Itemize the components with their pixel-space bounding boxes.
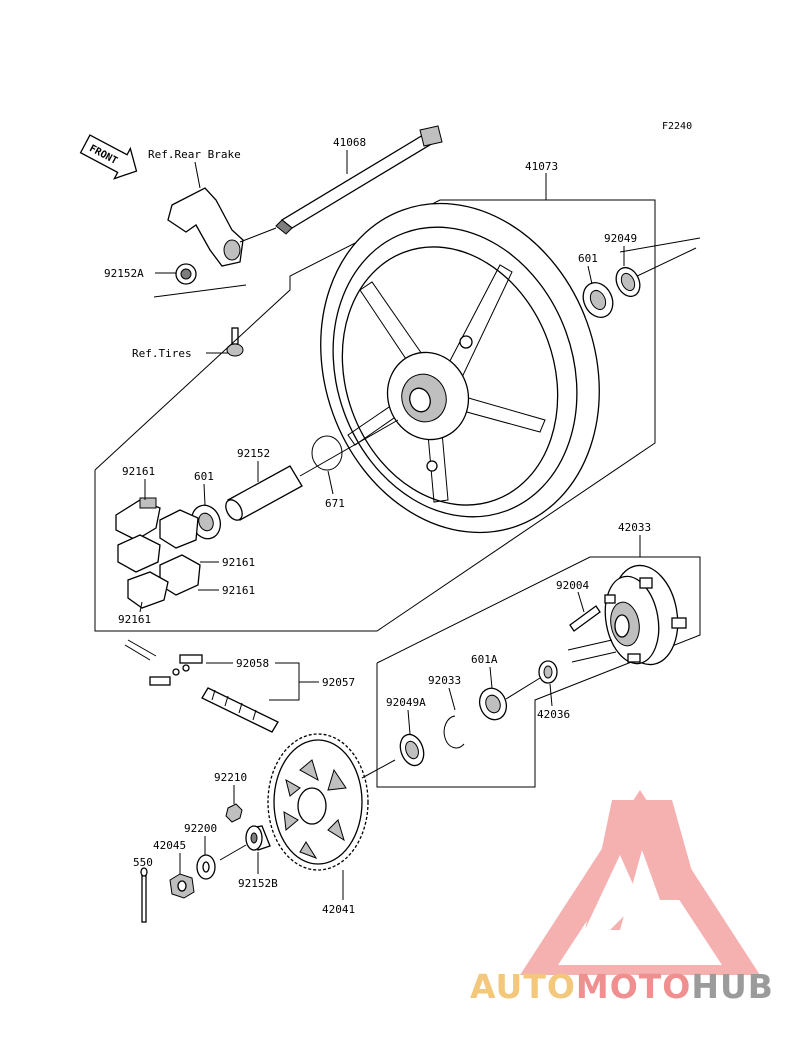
automotohub-logo — [520, 790, 760, 975]
seal-92049 — [615, 266, 641, 298]
front-arrow-icon: FRONT — [79, 134, 138, 180]
part-label-92049: 92049 — [604, 232, 637, 245]
chain-joint-92058 — [149, 654, 203, 686]
part-label-92058: 92058 — [236, 657, 269, 670]
part-label-42045: 42045 — [153, 839, 186, 852]
collar-92152b — [245, 825, 271, 851]
nut-92210 — [225, 803, 243, 823]
part-label-92049a: 92049A — [386, 696, 426, 709]
seal-92049a — [399, 733, 425, 767]
drive-chain-92057 — [124, 639, 279, 733]
part-label-92210: 92210 — [214, 771, 247, 784]
damper-rubbers-92161 — [115, 497, 201, 609]
part-label-42033: 42033 — [618, 521, 651, 534]
bearing-601a — [478, 687, 508, 721]
part-label-92152a: 92152A — [104, 267, 144, 280]
part-label-92057: 92057 — [322, 676, 355, 689]
watermark-auto: AUTO — [470, 967, 576, 1006]
cotter-pin-550 — [140, 867, 148, 923]
collar-92152 — [225, 465, 303, 521]
part-label-550: 550 — [133, 856, 153, 869]
rear-wheel-41073 — [320, 202, 600, 534]
figure-code: F2240 — [662, 121, 692, 132]
part-label-92161-mid: 92161 — [222, 556, 255, 569]
coupling-42033 — [604, 564, 687, 666]
ref-tires-label: Ref.Tires — [132, 347, 192, 360]
o-ring-671 — [311, 435, 343, 471]
part-label-41068: 41068 — [333, 136, 366, 149]
bearing-601-left — [190, 504, 222, 540]
sleeve-42036 — [538, 660, 558, 684]
watermark-moto: MOTO — [576, 967, 691, 1006]
part-label-92161-low: 92161 — [222, 584, 255, 597]
part-label-92200: 92200 — [184, 822, 217, 835]
brake-bracket — [167, 187, 244, 267]
watermark-hub: HUB — [691, 967, 774, 1006]
part-label-92161-top: 92161 — [122, 465, 155, 478]
tire-valve — [226, 327, 244, 357]
axle-nut-42045 — [169, 873, 195, 899]
bearing-601-right — [582, 281, 614, 319]
washer-92200 — [196, 854, 216, 880]
part-label-42036: 42036 — [537, 708, 570, 721]
circlip-92033 — [443, 715, 465, 749]
part-label-42041: 42041 — [322, 903, 355, 916]
part-label-601-left: 601 — [194, 470, 214, 483]
part-label-601a: 601A — [471, 653, 498, 666]
part-label-92161-bottom: 92161 — [118, 613, 151, 626]
axle-41068 — [275, 125, 443, 235]
part-label-41073: 41073 — [525, 160, 558, 173]
part-label-92152: 92152 — [237, 447, 270, 460]
svg-text:AUTOMOTOHUB: AUTOMOTOHUB — [470, 967, 774, 1006]
collar-92152a — [175, 263, 197, 285]
part-label-601-right: 601 — [578, 252, 598, 265]
part-label-671: 671 — [325, 497, 345, 510]
sprocket-42041 — [267, 733, 369, 871]
part-label-92033: 92033 — [428, 674, 461, 687]
part-label-92004: 92004 — [556, 579, 589, 592]
part-label-92152b: 92152B — [238, 877, 278, 890]
ref-rear-brake-label: Ref.Rear Brake — [148, 148, 241, 161]
stud-92004 — [569, 605, 601, 632]
